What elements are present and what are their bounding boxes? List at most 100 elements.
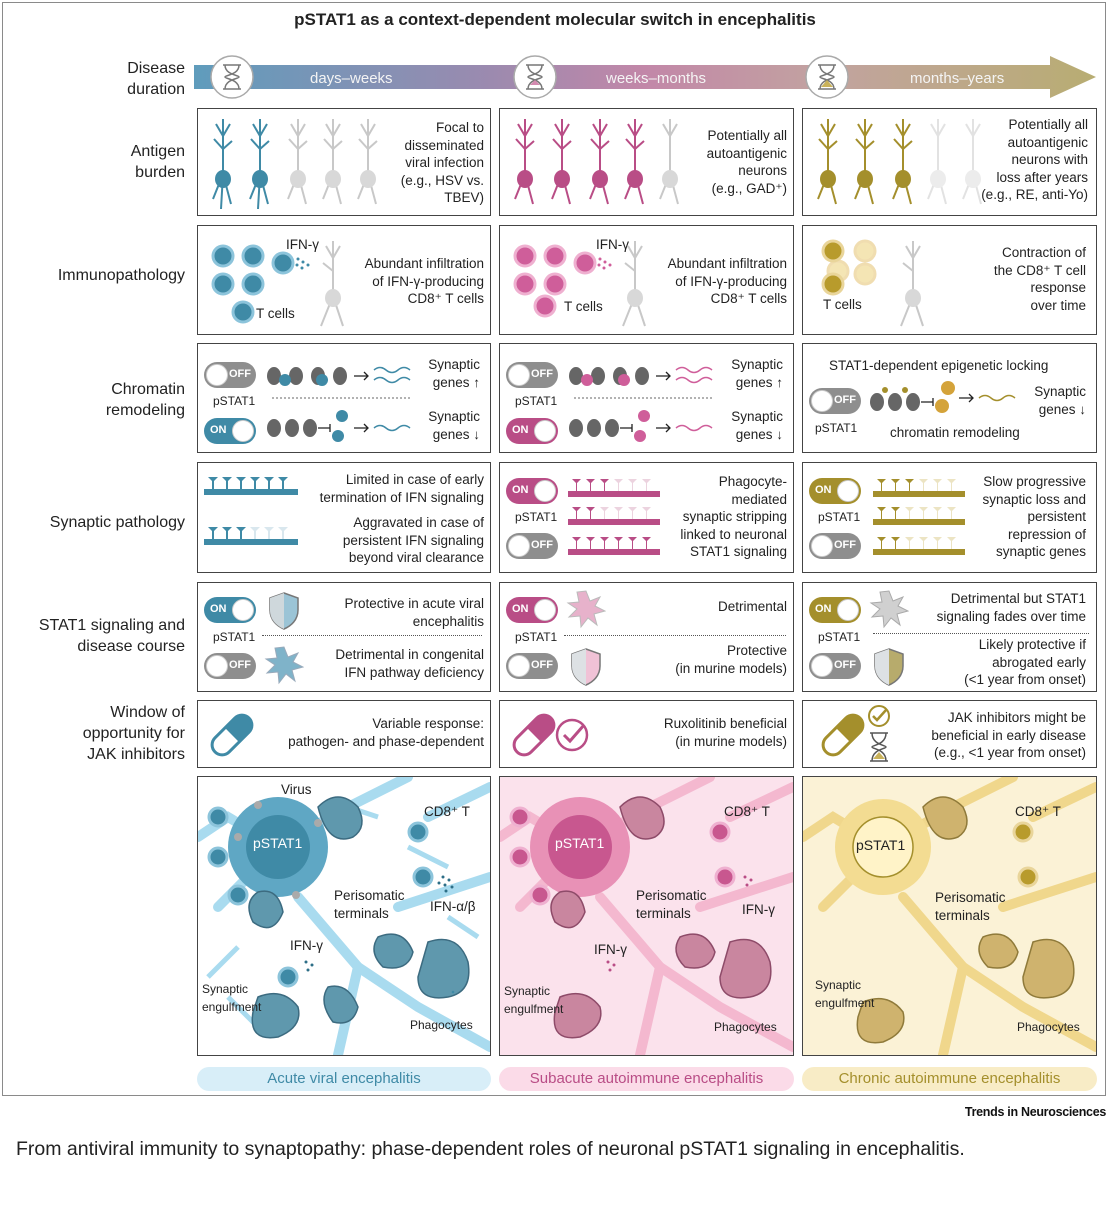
off-toggle: OFF [809,653,861,679]
t-cells-label: T cells [823,297,862,312]
footer-subacute: Subacute autoimmune encephalitis [499,1067,794,1091]
synaptic-cell-acute: Limited in case of early termination of … [197,462,491,573]
immuno-text-chronic: Contraction of the CD8⁺ T cell response … [993,245,1086,313]
capsule-icon [210,713,254,757]
burst-icon [566,590,606,686]
on-toggle: ON [506,597,558,623]
t-cells-icon [513,241,646,327]
t-cells-label: T cells [256,306,295,321]
row-label-disease-duration: Disease duration [127,60,185,98]
chromatin-remodeling-label: chromatin remodeling [890,425,1020,440]
neuron-illustration [198,777,490,1055]
antigen-text-subacute: Potentially all autoantigenic neurons (e… [706,128,787,196]
synaptic-text-acute-top: Limited in case of early termination of … [319,472,484,505]
off-toggle: OFF [506,653,558,679]
immuno-cell-subacute: IFN-γ T cells Abundant infiltration of I… [499,225,794,335]
neuron-icons [817,119,982,205]
off-toggle: OFF [809,388,861,414]
pstat1-label: pSTAT1 [213,394,256,408]
stat1-cell-chronic: ON pSTAT1 OFF Detrimental but STAT1 sign… [802,582,1097,692]
pstat1-label: pSTAT1 [815,421,858,435]
stat1-cell-acute: ON pSTAT1 OFF Protective in acute viral … [197,582,491,692]
timeline-arrow [194,55,1096,99]
footer-acute: Acute viral encephalitis [197,1067,491,1091]
engulfment-label: Synaptic engulfment [815,978,875,1010]
synaptic-text-subacute: Phagocyte- mediated synaptic stripping l… [680,474,787,559]
window-text-chronic: JAK inhibitors might be beneficial in ea… [931,710,1086,760]
pstat1-label: pSTAT1 [515,394,558,408]
illustration-acute: Virus pSTAT1 CD8⁺ T Perisomatic terminal… [197,776,491,1056]
row-label-window: Window of opportunity for JAK inhibitors [82,704,185,763]
pstat1-nucleus-label: pSTAT1 [555,835,605,851]
off-toggle: OFF [506,362,558,388]
t-cells-label: T cells [564,299,603,314]
virus-label: Virus [281,782,312,797]
capsule-icon [821,713,865,757]
pstat1-label: pSTAT1 [515,630,558,644]
pstat1-label: pSTAT1 [818,510,861,524]
footer-chronic: Chronic autoimmune encephalitis [802,1067,1097,1091]
neuron-icons [212,119,378,210]
immuno-cell-acute: IFN-γ T cells Abundant infiltration of I… [197,225,491,335]
phagocytes-label: Phagocytes [714,1020,777,1034]
pstat1-label: pSTAT1 [818,630,861,644]
stat1-text-acute-bottom: Detrimental in congenital IFN pathway de… [335,647,484,680]
pstat1-nucleus-label: pSTAT1 [253,835,303,851]
on-toggle: ON [809,597,861,623]
synaptic-genes-down: Synaptic genes ↓ [1034,384,1086,417]
shield-icon [264,592,304,685]
neuron-icons [514,119,679,205]
chromatin-cell-acute: OFF ON pSTAT1 Synaptic genes ↑ Synaptic … [197,343,491,453]
chromatin-cell-subacute: OFF ON pSTAT1 Synaptic genes ↑ Synaptic … [499,343,794,453]
perisomatic-label: Perisomatic terminals [636,888,707,921]
epigenetic-locking-label: STAT1-dependent epigenetic locking [829,358,1049,373]
divider [873,633,1089,634]
off-toggle: OFF [506,533,558,559]
t-cells-icon [821,239,924,327]
row-label-chromatin: Chromatin remodeling [105,381,185,419]
chromatin-diagram [569,366,714,442]
figure-caption: From antiviral immunity to synaptopathy:… [16,1138,965,1160]
engulfment-label: Synaptic engulfment [504,984,564,1016]
hourglass-icon [805,55,849,99]
synaptic-genes-down: Synaptic genes ↓ [428,409,480,442]
neuron-illustration [803,777,1096,1055]
perisomatic-label: Perisomatic terminals [935,890,1006,923]
window-cell-subacute: Ruxolitinib beneficial (in murine models… [499,700,794,768]
antigen-cell-subacute: Potentially all autoantigenic neurons (e… [499,108,794,216]
on-toggle: ON [809,478,861,504]
engulfment-label: Synaptic engulfment [202,982,262,1014]
stat1-text-chronic-bottom: Likely protective if abrogated early (<1… [964,637,1086,687]
stat1-text-subacute-top: Detrimental [717,599,787,614]
synaptic-text-chronic: Slow progressive synaptic loss and persi… [982,474,1086,559]
antigen-text-chronic: Potentially all autoantigenic neurons wi… [981,117,1088,202]
checkmark-icon [555,718,589,752]
illustration-chronic: pSTAT1 CD8⁺ T Perisomatic terminals Syna… [802,776,1097,1056]
check-hourglass-icon [868,705,890,762]
off-toggle: OFF [204,362,256,388]
stat1-text-acute-top: Protective in acute viral encephalitis [344,596,484,629]
immuno-text-subacute: Abundant infiltration of IFN-γ-producing… [667,256,787,306]
cd8-t-label: CD8⁺ T [1015,804,1061,819]
burst-icon [869,590,909,686]
row-label-antigen-burden: Antigen burden [130,143,185,181]
chromatin-diagram [870,381,1016,413]
perisomatic-label: Perisomatic terminals [334,888,405,921]
timeline-label-3: months–years [910,70,1005,87]
cd8-t-label: CD8⁺ T [724,804,770,819]
synaptic-text-acute-bottom: Aggravated in case of persistent IFN sig… [342,515,484,565]
antigen-text-acute: Focal to disseminated viral infection (e… [400,120,484,205]
divider [564,635,786,636]
ifn-g-label-2: IFN-γ [594,942,627,957]
synaptic-genes-up: Synaptic genes ↑ [428,357,480,390]
ifn-gamma-label: IFN-γ [596,237,629,252]
figure-title: pSTAT1 as a context-dependent molecular … [294,10,816,29]
ifn-g-label: IFN-γ [742,902,775,917]
on-toggle: ON [204,597,256,623]
hourglass-icon [210,55,254,99]
ifn-gamma-label: IFN-γ [286,237,319,252]
ifn-g-label: IFN-γ [290,938,323,953]
synapse-bars [873,479,965,555]
illustration-subacute: pSTAT1 CD8⁺ T Perisomatic terminals IFN-… [499,776,794,1056]
off-toggle: OFF [204,653,256,679]
